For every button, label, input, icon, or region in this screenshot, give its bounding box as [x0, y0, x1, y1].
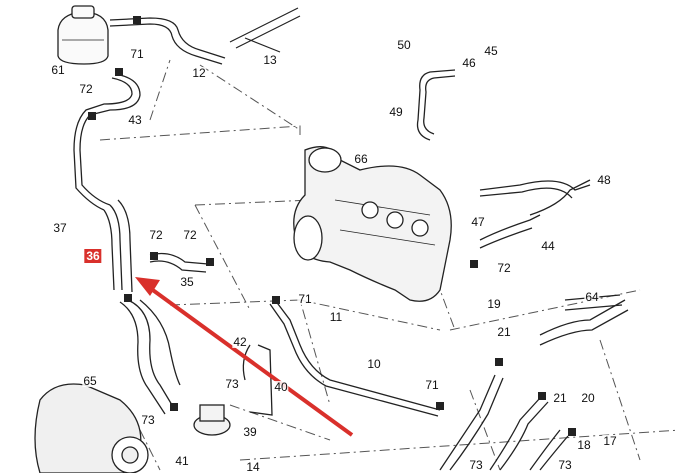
part-label-43: 43 — [127, 113, 143, 127]
part-label-64: 64 — [584, 290, 600, 304]
part-label-50: 50 — [396, 38, 412, 52]
part-label-73b: 73 — [140, 413, 156, 427]
part-label-19: 19 — [486, 297, 502, 311]
part-label-71c: 71 — [424, 378, 440, 392]
part-label-21: 21 — [496, 325, 512, 339]
clamps — [88, 16, 576, 436]
expansion-tank — [57, 5, 109, 65]
part-label-44: 44 — [540, 239, 556, 253]
part-label-18: 18 — [576, 438, 592, 452]
part-label-17: 17 — [602, 434, 618, 448]
bracket-40 — [242, 344, 273, 416]
part-label-39: 39 — [242, 425, 258, 439]
part-label-37: 37 — [52, 221, 68, 235]
part-label-72: 72 — [78, 82, 94, 96]
part-label-49: 49 — [388, 105, 404, 119]
part-label-47: 47 — [470, 215, 486, 229]
part-label-61: 61 — [50, 63, 66, 77]
highlighted-part-label: 36 — [84, 249, 102, 263]
pointer-arrow — [135, 277, 354, 437]
part-label-10: 10 — [366, 357, 382, 371]
cable-13 — [229, 7, 301, 53]
part-label-45: 45 — [483, 44, 499, 58]
part-label-14: 14 — [245, 460, 261, 473]
part-label-72b: 72 — [148, 228, 164, 242]
part-label-41: 41 — [174, 454, 190, 468]
part-label-71b: 71 — [297, 292, 313, 306]
hose-44 — [479, 179, 591, 249]
part-label-12: 12 — [191, 66, 207, 80]
part-label-35: 35 — [179, 275, 195, 289]
part-label-73c: 73 — [468, 458, 484, 472]
pipe-36 — [103, 199, 133, 293]
part-label-40: 40 — [273, 380, 289, 394]
pipe-49 — [416, 69, 456, 141]
turbocharger — [293, 146, 452, 302]
part-label-72d: 72 — [496, 261, 512, 275]
water-pump — [34, 383, 149, 473]
part-label-65: 65 — [82, 374, 98, 388]
hoses-right — [439, 299, 629, 471]
part-label-21b: 21 — [552, 391, 568, 405]
pipe-10 — [269, 299, 441, 417]
part-label-73d: 73 — [557, 458, 573, 472]
part-label-66: 66 — [353, 152, 369, 166]
hose-35 — [149, 252, 209, 273]
part-label-71: 71 — [129, 47, 145, 61]
part-label-73: 73 — [224, 377, 240, 391]
part-label-13: 13 — [262, 53, 278, 67]
hose-38 — [119, 299, 181, 415]
part-label-42: 42 — [232, 335, 248, 349]
part-label-48: 48 — [596, 173, 612, 187]
fitting-39 — [193, 404, 231, 436]
part-label-46: 46 — [461, 56, 477, 70]
part-label-72c: 72 — [182, 228, 198, 242]
part-label-20: 20 — [580, 391, 596, 405]
part-label-11: 11 — [328, 310, 344, 324]
